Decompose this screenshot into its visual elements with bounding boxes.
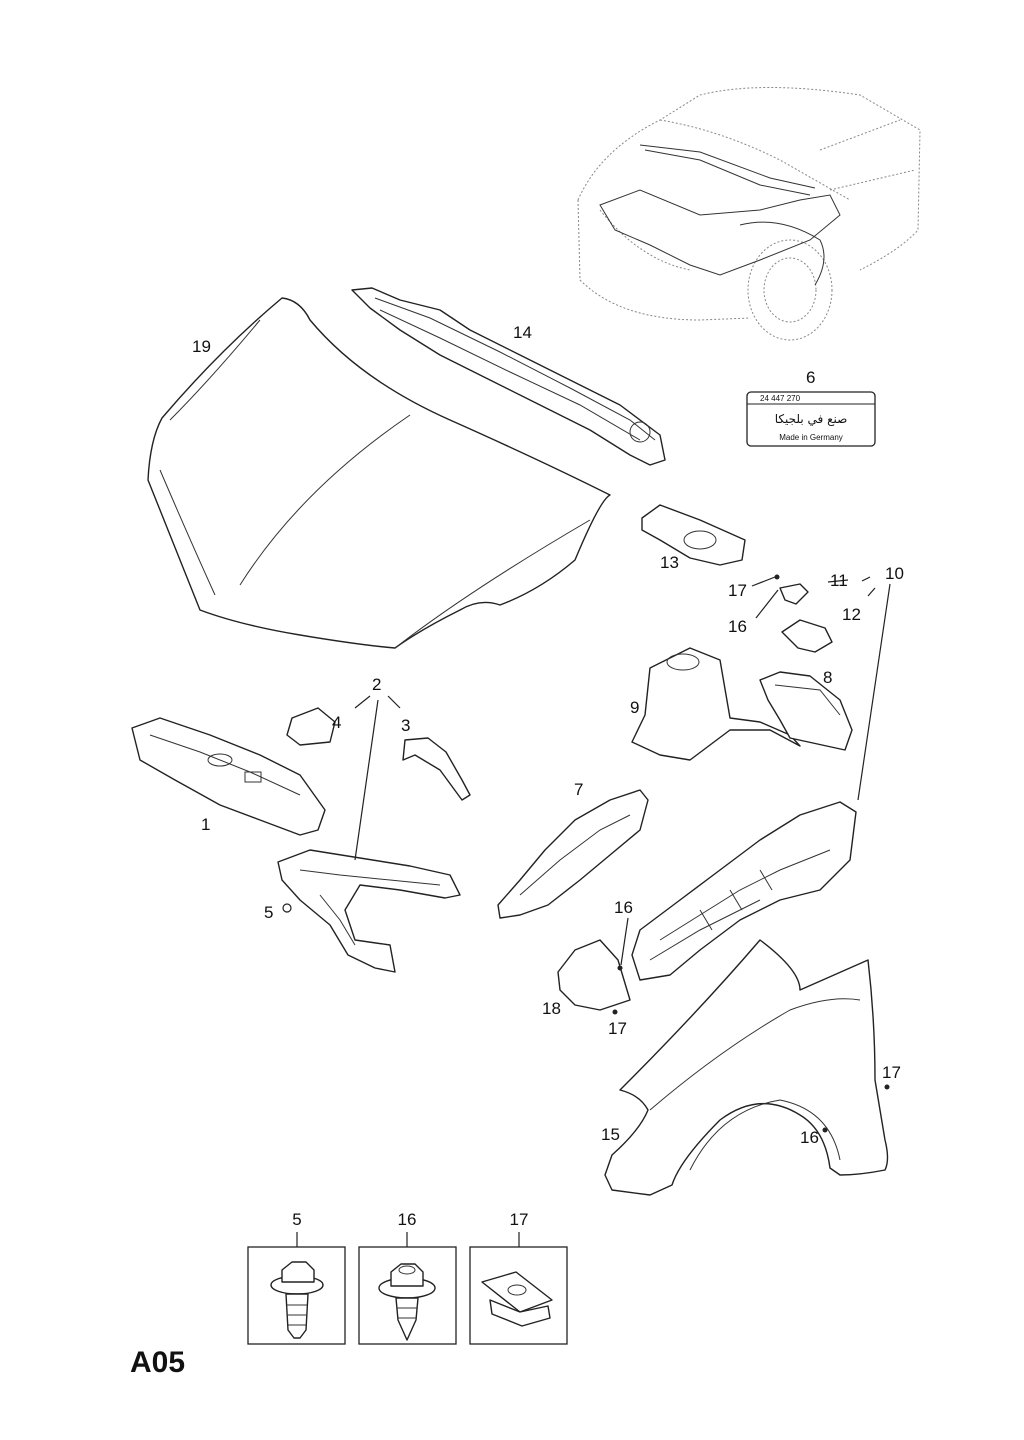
callout-17: 17 <box>728 581 747 600</box>
leader-lines <box>354 576 891 966</box>
vehicle-overview <box>577 87 921 341</box>
callout-18: 18 <box>542 999 561 1018</box>
part-1-front-panel[interactable] <box>131 717 326 836</box>
part-9-strut-tower[interactable] <box>631 647 801 761</box>
part-3-bracket[interactable] <box>402 737 471 801</box>
callout-5: 5 <box>264 903 273 922</box>
clip-nut-icon <box>481 1271 553 1327</box>
part-6-label-plate: 24 447 270 صنع في بلجيكا Made in Germany <box>746 391 876 447</box>
part-2-lock-carrier[interactable] <box>277 849 461 973</box>
legend-number-5: 5 <box>292 1210 301 1229</box>
callout-7: 7 <box>574 780 583 799</box>
callout-3: 3 <box>401 716 410 735</box>
callout-12: 12 <box>842 605 861 624</box>
callout-6: 6 <box>806 368 815 387</box>
label-part-number: 24 447 270 <box>760 394 801 403</box>
callout-9: 9 <box>630 698 639 717</box>
part-14-cowl-panel[interactable] <box>351 287 666 466</box>
part-13-bracket[interactable] <box>641 504 746 566</box>
hardware-legend: 5 16 17 <box>247 1210 568 1345</box>
callout-17: 17 <box>882 1063 901 1082</box>
legend-number-16: 16 <box>398 1210 417 1229</box>
callout-8: 8 <box>823 668 832 687</box>
callout-labels: 19 14 6 13 17 11 10 16 12 2 8 9 4 3 7 1 … <box>192 323 904 1147</box>
hex-flange-bolt-icon <box>270 1261 324 1339</box>
part-5-bolt-marker <box>282 903 292 913</box>
callout-11: 11 <box>830 571 848 590</box>
part-11-bracket[interactable] <box>774 574 809 605</box>
hex-flange-screw-icon <box>378 1263 436 1341</box>
callout-17: 17 <box>608 1019 627 1038</box>
callout-4: 4 <box>332 713 341 732</box>
callout-10: 10 <box>885 564 904 583</box>
callout-16: 16 <box>800 1128 819 1147</box>
part-12-bracket[interactable] <box>781 619 833 653</box>
part-10-wheelhouse-rail[interactable] <box>631 801 857 981</box>
callout-14: 14 <box>513 323 532 342</box>
part-8-panel[interactable] <box>759 671 853 751</box>
legend-box-17 <box>469 1246 568 1345</box>
part-4-bracket[interactable] <box>286 707 336 746</box>
part-7-apron[interactable] <box>497 789 649 919</box>
callout-13: 13 <box>660 553 679 572</box>
callout-19: 19 <box>192 337 211 356</box>
part-15-fender[interactable] <box>604 939 890 1196</box>
callout-16: 16 <box>614 898 633 917</box>
page-code: A05 <box>130 1346 185 1379</box>
callout-2: 2 <box>372 675 381 694</box>
part-18-bracket[interactable] <box>557 939 631 1015</box>
part-19-hood[interactable] <box>147 297 611 649</box>
label-origin-text: Made in Germany <box>779 433 843 442</box>
legend-number-17: 17 <box>510 1210 529 1229</box>
label-arabic-text: صنع في بلجيكا <box>775 412 848 426</box>
callout-15: 15 <box>601 1125 620 1144</box>
callout-16: 16 <box>728 617 747 636</box>
callout-1: 1 <box>201 815 210 834</box>
